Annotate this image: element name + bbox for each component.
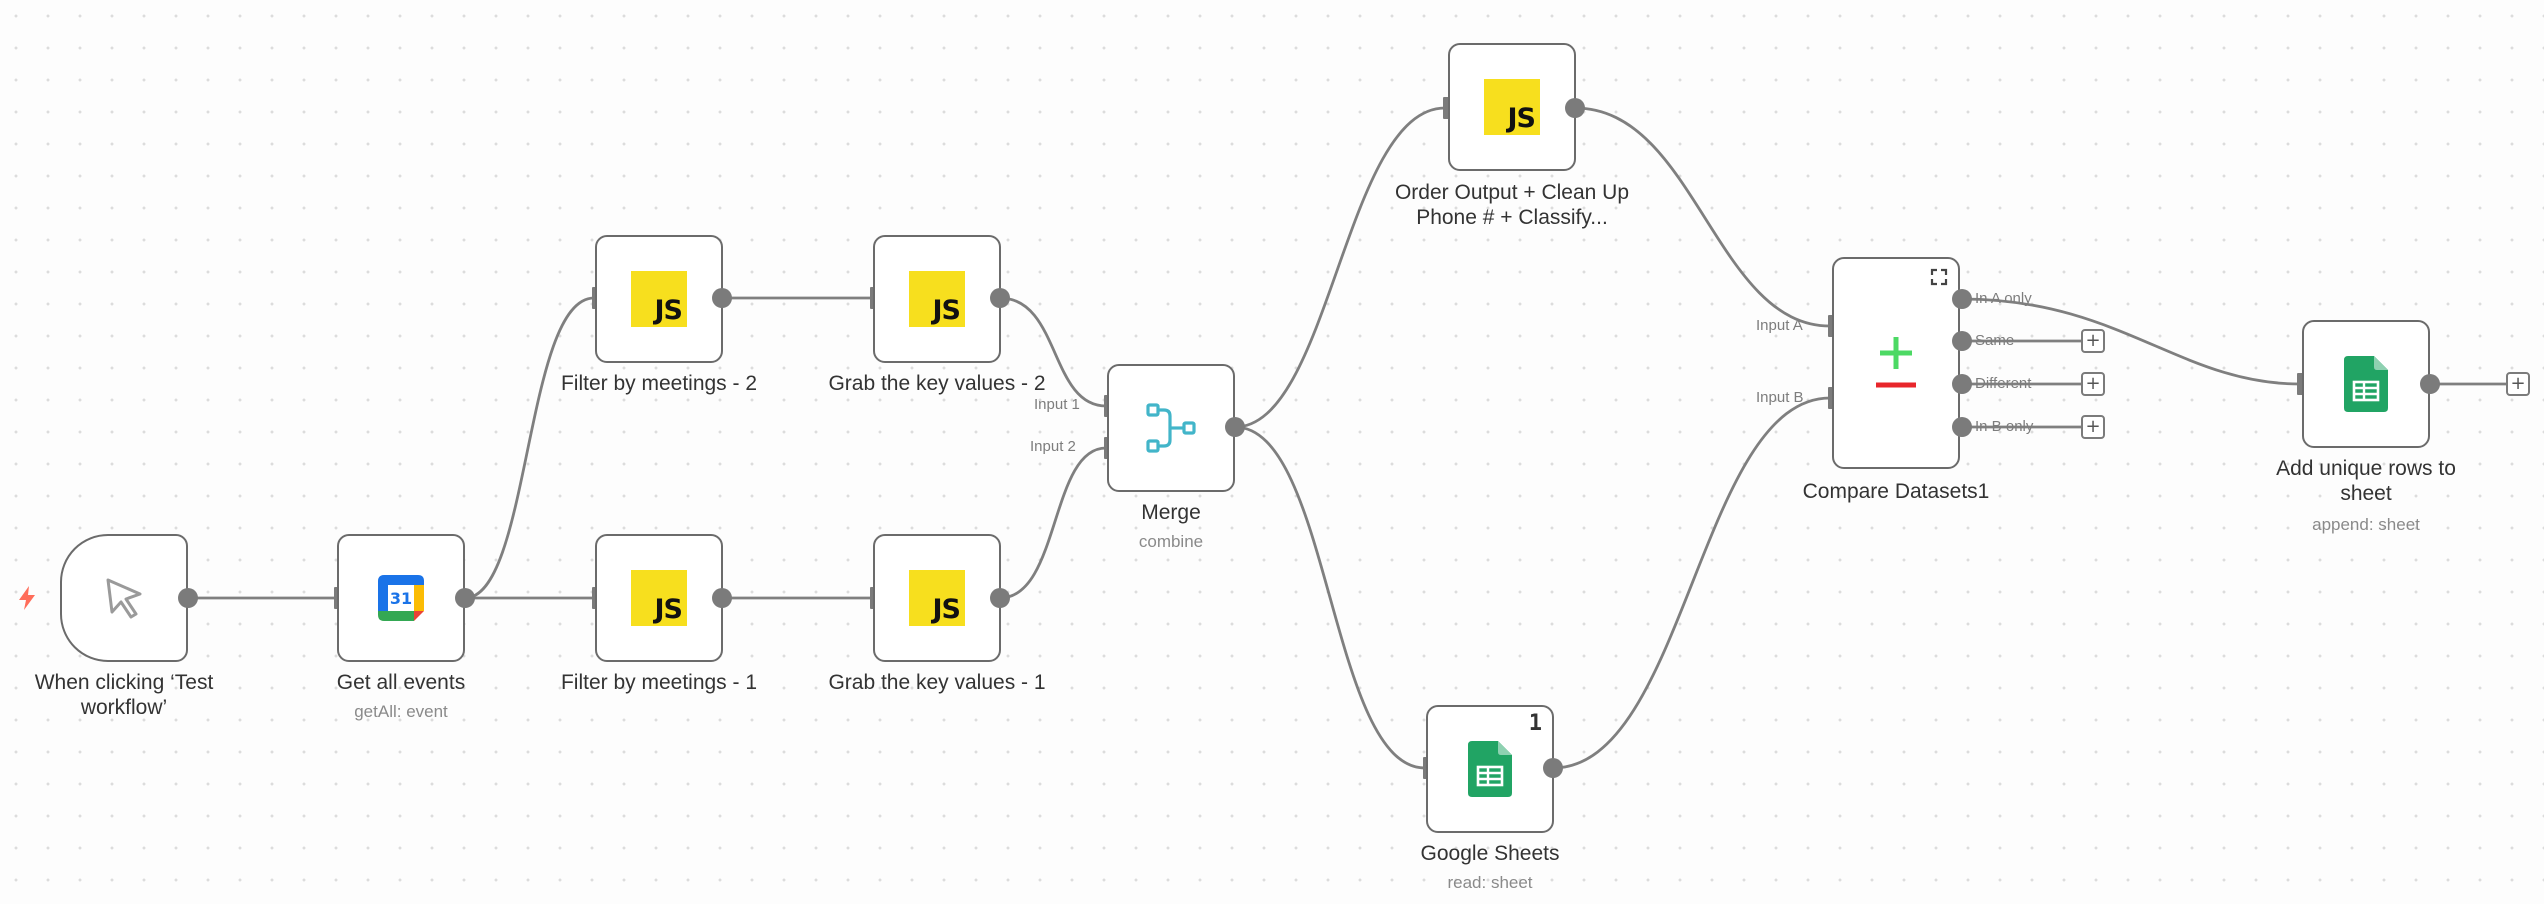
node-add-unique-rows[interactable] <box>2302 320 2430 448</box>
connection-compare-in-a-only-to-add-rows <box>1961 297 2301 386</box>
node-order-output[interactable]: JS <box>1448 43 1576 171</box>
node-sublabel: getAll: event <box>354 702 448 721</box>
node-label: Google Sheets <box>1420 842 1560 865</box>
merge-icon <box>1146 403 1196 453</box>
output-handle[interactable] <box>1225 417 1245 437</box>
output-handle[interactable] <box>1565 98 1585 118</box>
node-label: When clicking ‘Test workflow’ <box>34 671 214 719</box>
javascript-icon: JS <box>909 570 965 626</box>
node-sublabel: append: sheet <box>2312 515 2420 534</box>
node-filter-by-meetings-2[interactable]: JS <box>595 235 723 363</box>
output-handle[interactable] <box>1543 758 1563 778</box>
node-get-all-events[interactable]: 31 <box>337 534 465 662</box>
node-label: Order Output + Clean Up Phone # + Classi… <box>1394 181 1630 229</box>
cursor-icon <box>106 578 142 619</box>
node-manual-trigger[interactable] <box>60 534 188 662</box>
node-sublabel: combine <box>1138 532 1204 551</box>
output-label-same: Same <box>1975 332 2015 349</box>
connection-get-events-to-filter2 <box>464 296 595 600</box>
google-sheets-icon <box>1468 741 1512 797</box>
lightning-bolt-icon <box>19 586 35 610</box>
run-count-badge: 1 <box>1528 711 1542 736</box>
calendar-day-text: 31 <box>390 589 412 608</box>
node-label: Add unique rows to sheet <box>2276 457 2456 505</box>
node-label: Grab the key values - 1 <box>828 671 1046 694</box>
output-label-in-a-only: In A only <box>1975 290 2032 307</box>
connection-grab1-to-merge-input2 <box>999 446 1107 600</box>
node-compare-datasets[interactable] <box>1832 257 1960 469</box>
connection-merge-to-google-sheets <box>1234 425 1426 770</box>
add-node-button-same[interactable]: + <box>2081 329 2105 353</box>
node-sublabel: read: sheet <box>1447 873 1533 892</box>
connection-grab2-to-merge-input1 <box>999 296 1107 408</box>
compare-input-b-label: Input B <box>1756 389 1804 406</box>
compare-input-a-label: Input A <box>1756 317 1803 334</box>
node-google-sheets[interactable]: 1 <box>1426 705 1554 833</box>
google-calendar-icon: 31 <box>378 575 424 621</box>
node-grab-key-values-2[interactable]: JS <box>873 235 1001 363</box>
node-label: Grab the key values - 2 <box>828 372 1046 395</box>
javascript-icon: JS <box>1484 79 1540 135</box>
connection-google-sheets-to-compare-input-b <box>1552 396 1831 770</box>
node-grab-key-values-1[interactable]: JS <box>873 534 1001 662</box>
connection-order-output-to-compare-input-a <box>1574 106 1831 328</box>
output-handle-in-b-only[interactable] <box>1952 417 1972 437</box>
javascript-icon: JS <box>631 570 687 626</box>
node-filter-by-meetings-1[interactable]: JS <box>595 534 723 662</box>
node-label: Filter by meetings - 2 <box>560 372 758 395</box>
javascript-icon: JS <box>909 271 965 327</box>
add-node-button[interactable]: + <box>2506 372 2530 396</box>
output-label-different: Different <box>1975 375 2032 392</box>
output-handle[interactable] <box>990 588 1010 608</box>
output-handle[interactable] <box>2420 374 2440 394</box>
node-label: Filter by meetings - 1 <box>560 671 758 694</box>
output-handle-different[interactable] <box>1952 374 1972 394</box>
node-label: Compare Datasets1 <box>1802 480 1990 503</box>
output-label-in-b-only: In B only <box>1975 418 2034 435</box>
input-handle[interactable] <box>1443 97 1451 119</box>
google-sheets-icon <box>2344 356 2388 412</box>
merge-input-1-label: Input 1 <box>1034 396 1080 413</box>
add-node-button-different[interactable]: + <box>2081 372 2105 396</box>
output-handle[interactable] <box>712 288 732 308</box>
compare-datasets-icon <box>1876 337 1916 388</box>
connection-merge-to-order-output <box>1234 106 1446 429</box>
output-handle[interactable] <box>455 588 475 608</box>
output-handle-same[interactable] <box>1952 331 1972 351</box>
output-handle[interactable] <box>178 588 198 608</box>
merge-input-2-label: Input 2 <box>1030 438 1076 455</box>
node-label: Get all events <box>336 671 466 694</box>
add-node-button-in-b-only[interactable]: + <box>2081 415 2105 439</box>
expand-icon[interactable] <box>1930 268 1948 286</box>
output-handle[interactable] <box>712 588 732 608</box>
node-label: Merge <box>1141 501 1201 524</box>
node-merge[interactable] <box>1107 364 1235 492</box>
output-handle[interactable] <box>990 288 1010 308</box>
input-handle[interactable] <box>2297 373 2305 395</box>
javascript-icon: JS <box>631 271 687 327</box>
output-handle-in-a-only[interactable] <box>1952 289 1972 309</box>
